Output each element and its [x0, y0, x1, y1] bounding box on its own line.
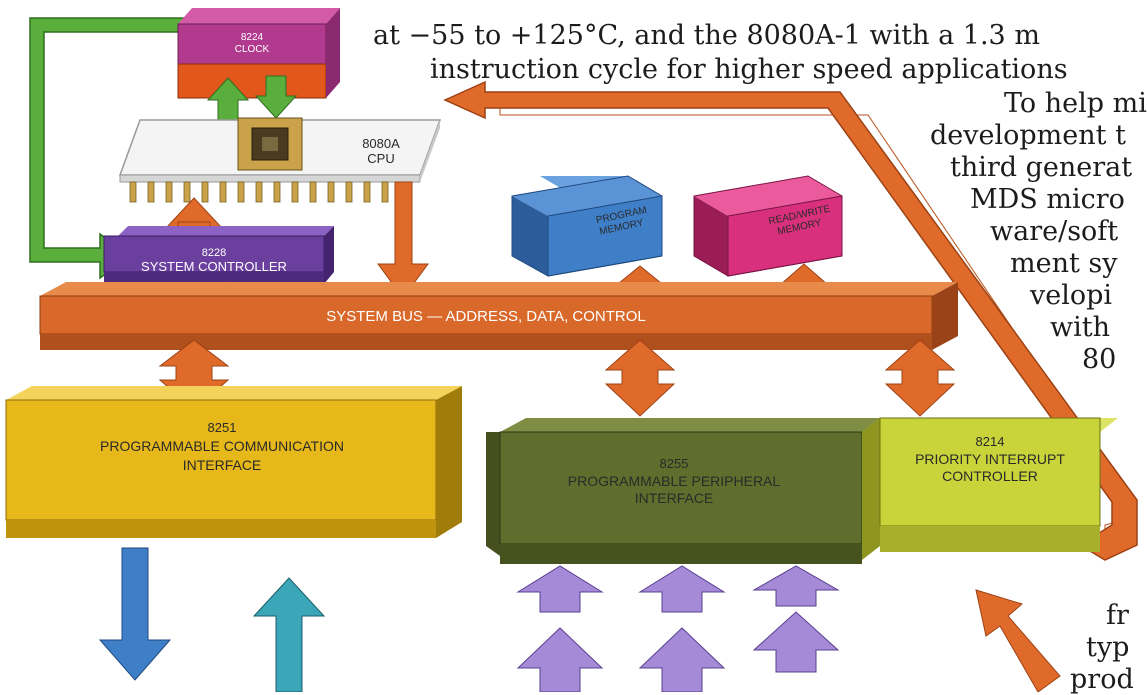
- system-controller-block: 8228 SYSTEM CONTROLLER: [103, 226, 334, 284]
- clock-cpu-arrows: [206, 75, 298, 121]
- cpu-bus-arrow: [377, 181, 429, 299]
- bus-peripheral-arrow: [604, 339, 676, 417]
- clock-number: 8224: [241, 32, 264, 43]
- clock-block: 8224 CLOCK: [177, 8, 340, 99]
- comm-line2: INTERFACE: [183, 457, 262, 473]
- cpu-number: 8080A: [362, 136, 400, 151]
- prose-fragment-6: ment sy: [1010, 248, 1118, 279]
- prose-fragment-3: third generat: [950, 152, 1133, 183]
- interrupt-controller-block: 8214 PRIORITY INTERRUPT CONTROLLER: [862, 417, 1118, 560]
- comm-number: 8251: [208, 420, 237, 435]
- program-memory-block: PROGRAM MEMORY: [511, 175, 663, 277]
- system-bus-label: SYSTEM BUS — ADDRESS, DATA, CONTROL: [326, 308, 646, 325]
- peripheral-interface-block: 8255 PROGRAMMABLE PERIPHERAL INTERFACE: [486, 418, 888, 564]
- comm-output-arrow: [98, 547, 172, 681]
- cpu-pins: [129, 181, 407, 203]
- interrupt-line1: PRIORITY INTERRUPT: [915, 451, 1065, 467]
- prose-fragment-11: typ: [1086, 632, 1130, 663]
- prose-fragment-1: To help mi: [1004, 88, 1147, 119]
- prose-fragment-5: ware/soft: [990, 216, 1119, 247]
- controller-number: 8228: [202, 247, 226, 259]
- peripheral-line2: INTERFACE: [635, 490, 714, 506]
- prose-fragment-4: MDS micro: [970, 184, 1125, 215]
- bus-interrupt-arrow: [884, 339, 956, 417]
- interrupt-input-arrow: [975, 589, 1061, 692]
- prose-line-2: instruction cycle for higher speed appli…: [430, 54, 1068, 85]
- prose-fragment-2: development t: [930, 120, 1126, 151]
- interrupt-number: 8214: [976, 434, 1005, 449]
- rw-memory-block: READ/WRITE MEMORY: [693, 175, 843, 277]
- prose-fragment-8: with: [1050, 312, 1110, 343]
- prose-fragment-9: 80: [1082, 344, 1117, 375]
- prose-fragment-7: velopi: [1030, 280, 1113, 311]
- controller-name: SYSTEM CONTROLLER: [141, 259, 287, 274]
- comm-interface-block: 8251 PROGRAMMABLE COMMUNICATION INTERFAC…: [5, 386, 462, 538]
- system-bus: SYSTEM BUS — ADDRESS, DATA, CONTROL: [39, 282, 958, 350]
- peripheral-number: 8255: [660, 456, 689, 471]
- comm-line1: PROGRAMMABLE COMMUNICATION: [100, 438, 344, 454]
- interrupt-feedback-path: [443, 80, 1138, 561]
- prose-fragment-10: fr: [1106, 600, 1129, 631]
- cpu-chip: 8080A CPU: [118, 117, 442, 203]
- comm-input-arrow: [252, 577, 326, 692]
- clock-name: CLOCK: [235, 44, 270, 55]
- peripheral-io-arrows: [516, 565, 840, 692]
- peripheral-line1: PROGRAMMABLE PERIPHERAL: [568, 473, 781, 489]
- interrupt-line2: CONTROLLER: [942, 468, 1038, 484]
- prose-line-1: at −55 to +125°C, and the 8080A-1 with a…: [373, 20, 1040, 51]
- cpu-name: CPU: [367, 151, 394, 166]
- prose-fragment-12: prod: [1070, 664, 1134, 695]
